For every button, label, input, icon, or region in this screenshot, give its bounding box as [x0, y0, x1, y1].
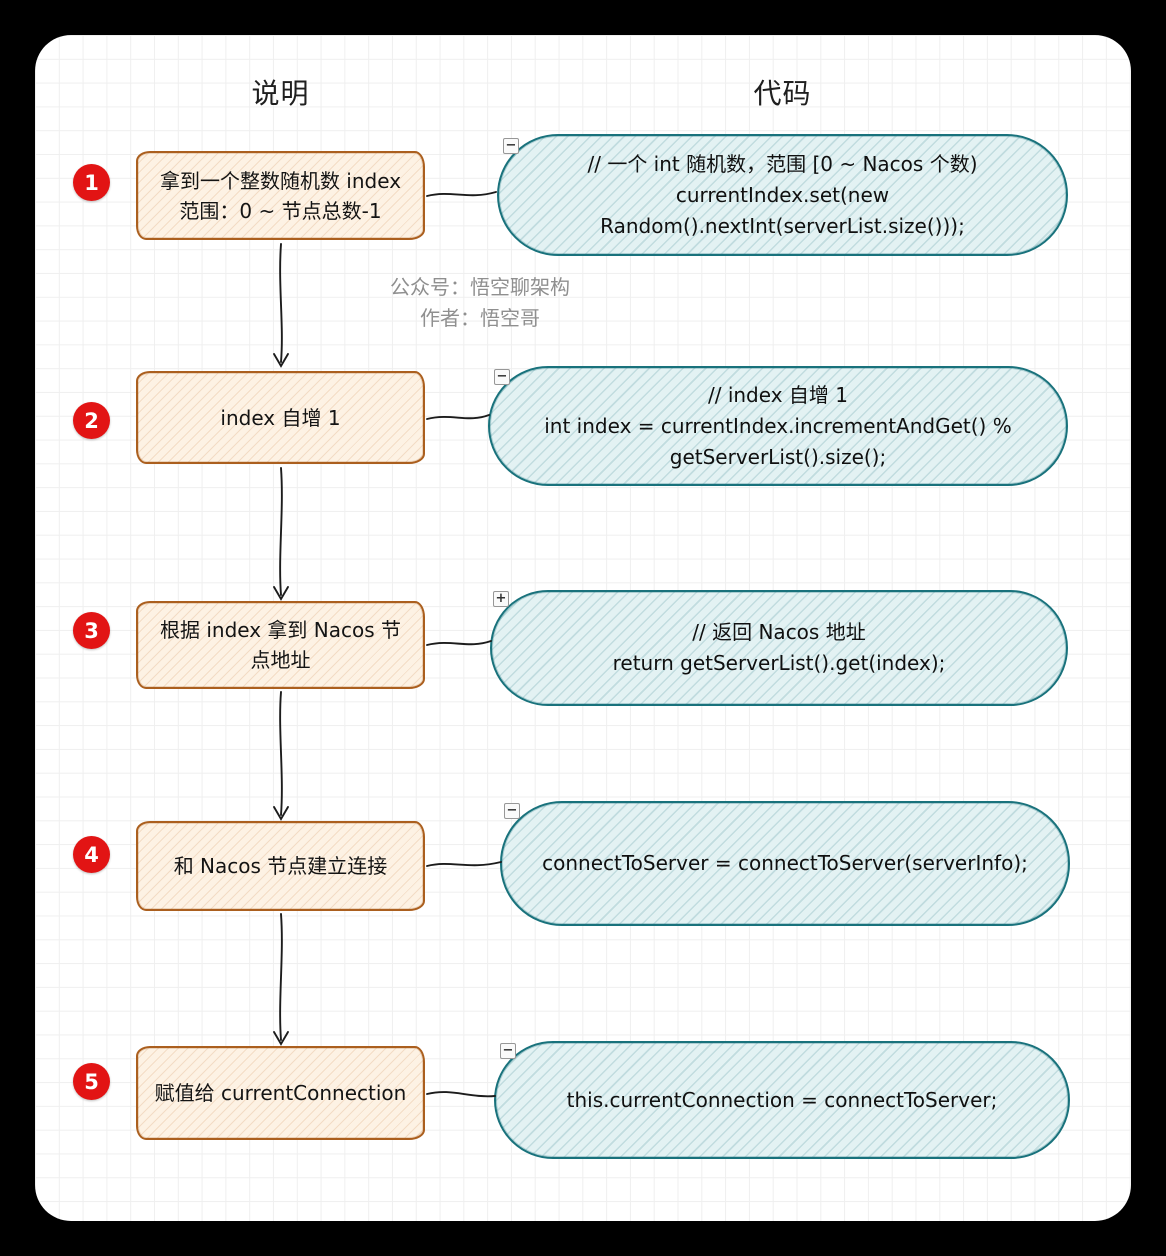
step-3-badge: 3: [73, 612, 110, 649]
step-2-description-box: index 自增 1: [136, 371, 425, 464]
watermark-line-2: 作者：悟空哥: [420, 306, 540, 330]
step-4-description-box: 和 Nacos 节点建立连接: [136, 821, 425, 911]
step-4-code-pill: connectToServer = connectToServer(server…: [500, 801, 1070, 926]
watermark: 公众号：悟空聊架构 作者：悟空哥: [340, 272, 620, 334]
step-3-code-pill: // 返回 Nacos 地址 return getServerList().ge…: [490, 590, 1068, 706]
step-5-code-pill: this.currentConnection = connectToServer…: [494, 1041, 1070, 1159]
step-3-description-box: 根据 index 拿到 Nacos 节 点地址: [136, 601, 425, 689]
step-5-badge: 5: [73, 1063, 110, 1100]
step-4-collapse-toggle-icon[interactable]: −: [504, 803, 520, 819]
step-5-collapse-toggle-icon[interactable]: −: [500, 1043, 516, 1059]
watermark-line-1: 公众号：悟空聊架构: [390, 275, 570, 299]
column-header-code: 代码: [753, 77, 812, 110]
column-header-description: 说明: [251, 77, 310, 110]
step-3-expand-toggle-icon[interactable]: +: [493, 591, 509, 607]
step-2-collapse-toggle-icon[interactable]: −: [494, 369, 510, 385]
step-4-badge: 4: [73, 836, 110, 873]
step-1-badge: 1: [73, 164, 110, 201]
step-1-description-box: 拿到一个整数随机数 index 范围：0 ~ 节点总数-1: [136, 151, 425, 240]
step-1-collapse-toggle-icon[interactable]: −: [503, 138, 519, 154]
step-2-code-pill: // index 自增 1 int index = currentIndex.i…: [488, 366, 1068, 486]
step-5-description-box: 赋值给 currentConnection: [136, 1046, 425, 1140]
step-1-code-pill: // 一个 int 随机数，范围 [0 ~ Nacos 个数) currentI…: [497, 134, 1068, 256]
step-2-badge: 2: [73, 402, 110, 439]
